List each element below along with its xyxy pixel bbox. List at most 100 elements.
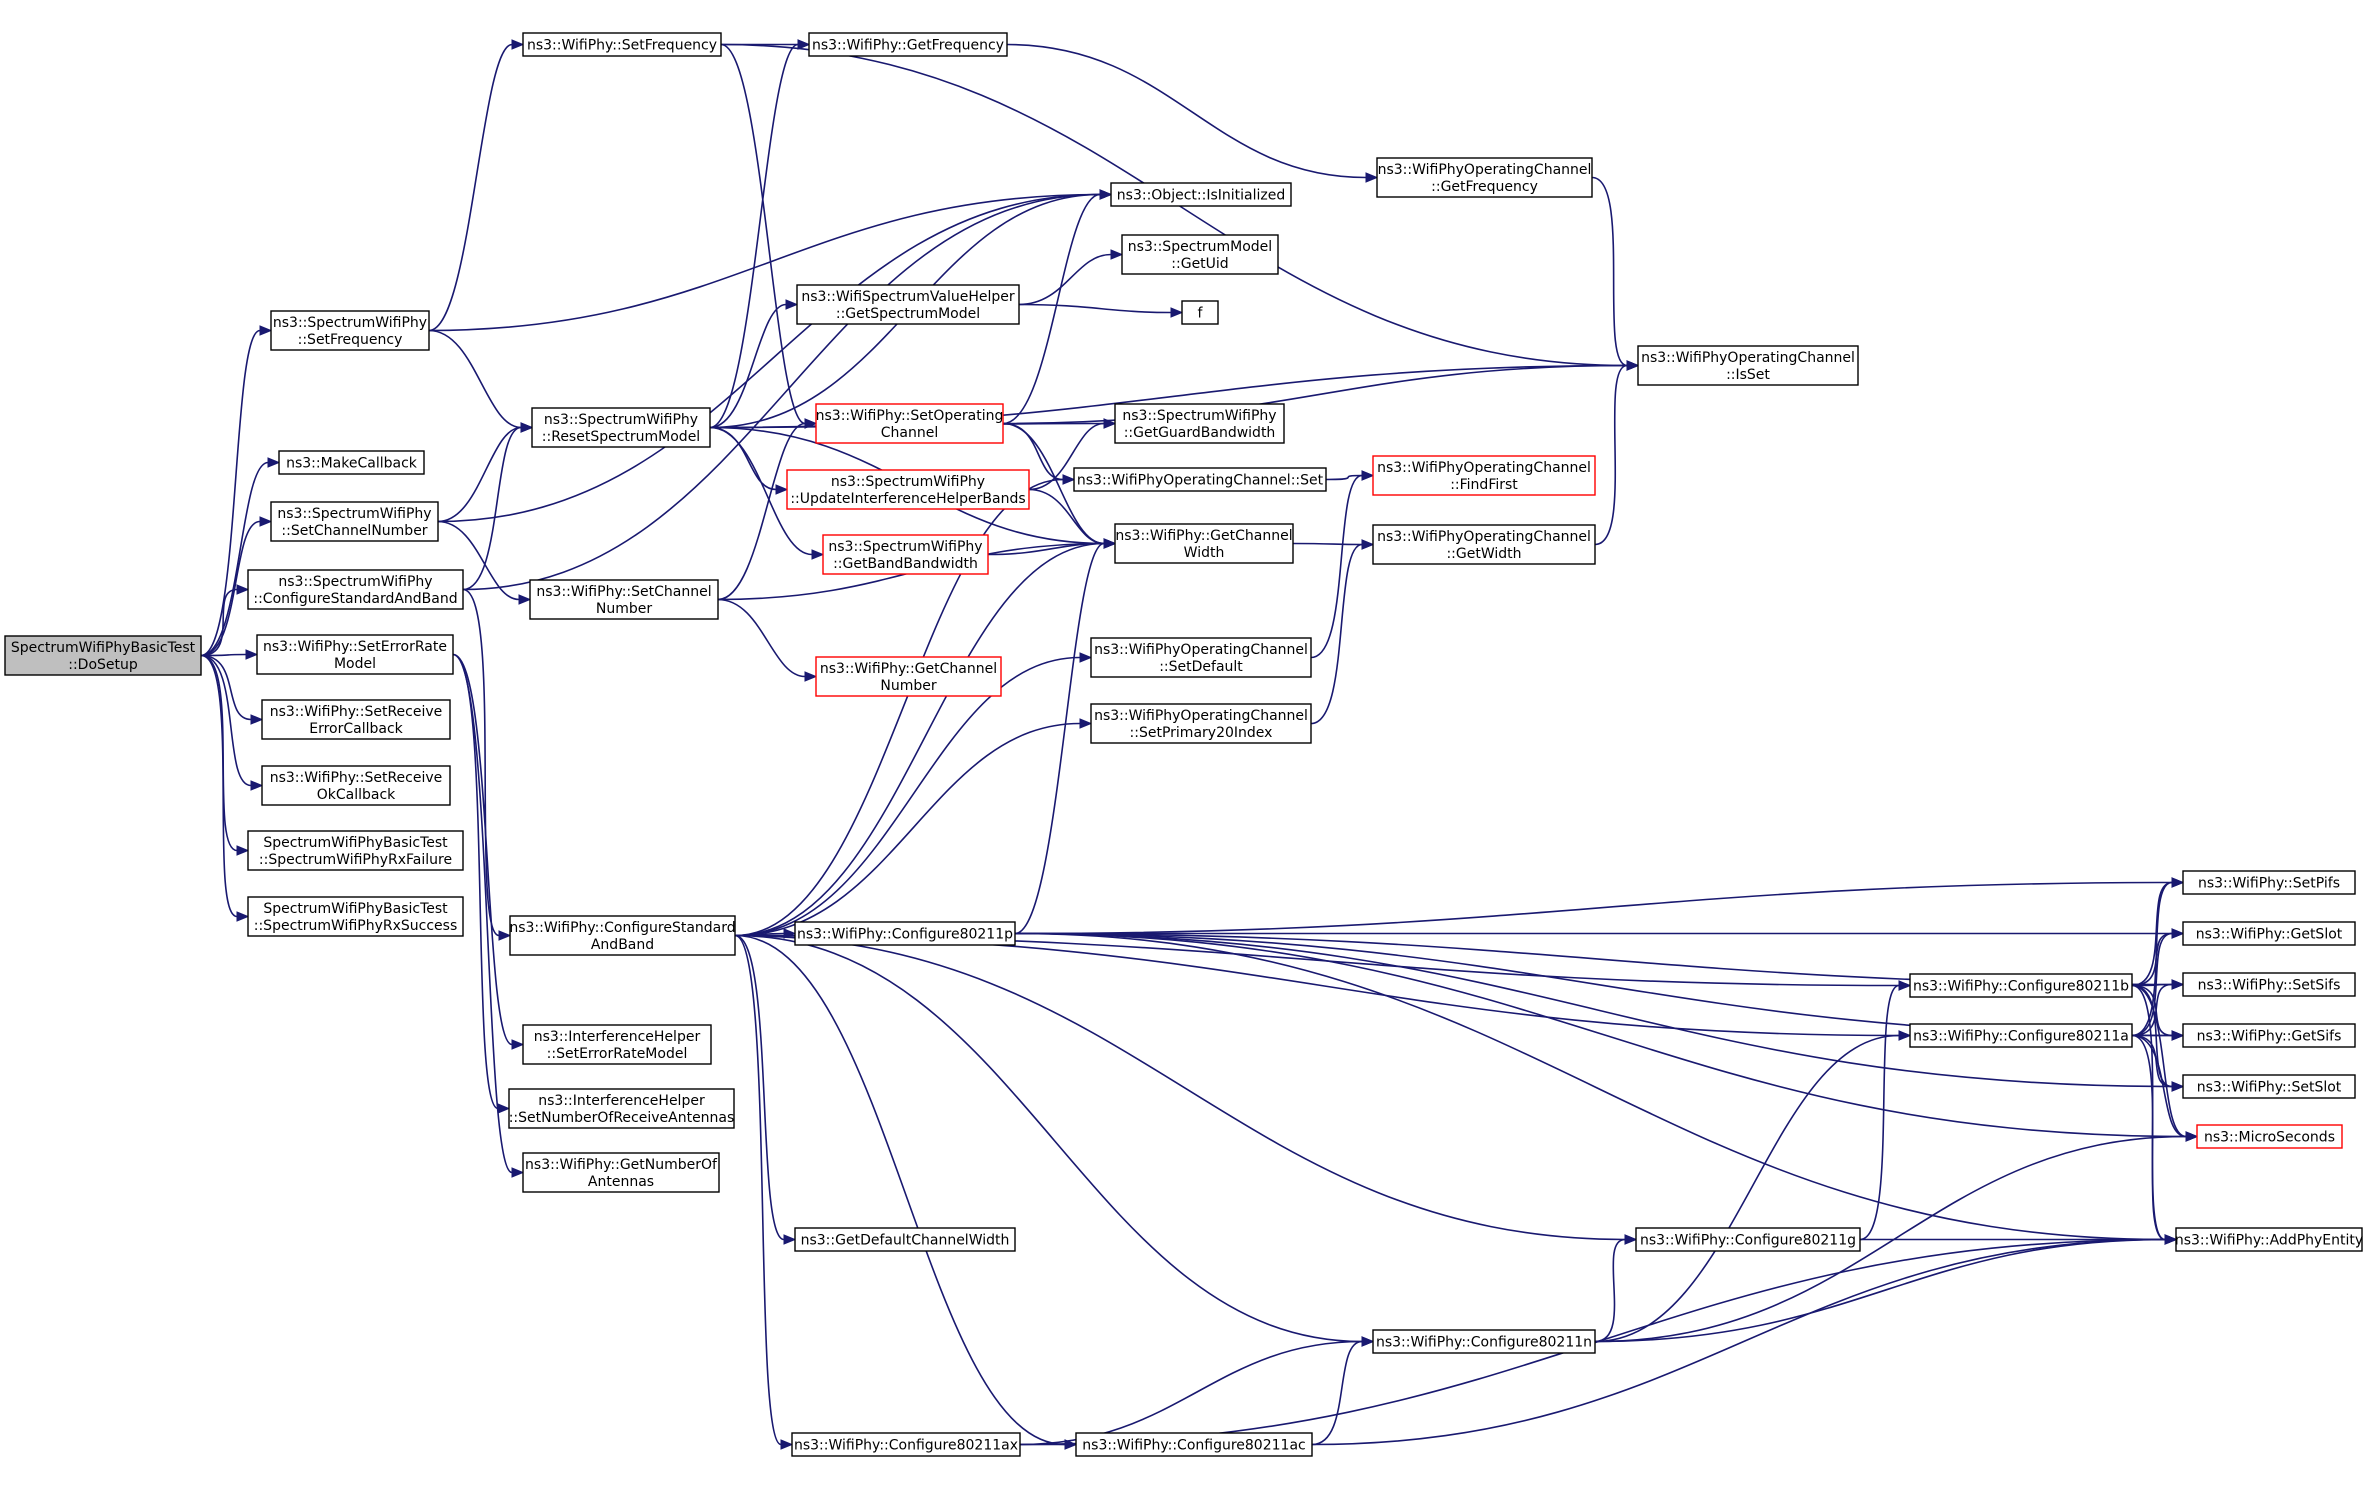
- node-wocgw[interactable]: ns3::WifiPhyOperatingChannel::GetWidth: [1372, 524, 1596, 565]
- edge-line: [1014, 932, 2187, 1138]
- edge-c11n-c11a: [1594, 1030, 1912, 1343]
- node-sf[interactable]: ns3::SpectrumWifiPhy::SetFrequency: [270, 310, 430, 351]
- node-ihsnra[interactable]: ns3::InterferenceHelper::SetNumberOfRece…: [508, 1088, 735, 1129]
- node-box: [1181, 300, 1219, 325]
- node-uihb[interactable]: ns3::SpectrumWifiPhy::UpdateInterference…: [786, 469, 1030, 510]
- node-box: [1114, 523, 1294, 564]
- edge-arrowhead: [2171, 877, 2185, 888]
- node-ape[interactable]: ns3::WifiPhy::AddPhyEntity: [2175, 1227, 2363, 1252]
- node-label: f: [1198, 306, 1204, 322]
- edge-arrowhead: [1361, 539, 1375, 550]
- node-label: ns3::WifiPhy::GetSifs: [2197, 1029, 2342, 1045]
- edge-line: [1018, 253, 1112, 306]
- node-wocsd[interactable]: ns3::WifiPhyOperatingChannel::SetDefault: [1090, 637, 1312, 678]
- edge-line: [734, 934, 1626, 1241]
- node-wocgf[interactable]: ns3::WifiPhyOperatingChannel::GetFrequen…: [1376, 157, 1593, 198]
- node-label: ns3::WifiPhy::SetReceive: [270, 770, 443, 786]
- node-c11ac[interactable]: ns3::WifiPhy::Configure80211ac: [1075, 1432, 1313, 1457]
- edge-wsvh-f: [1018, 303, 1184, 318]
- edge-c11n-c11g: [1594, 1234, 1638, 1343]
- node-gbb[interactable]: ns3::SpectrumWifiPhy::GetBandBandwidth: [822, 534, 989, 575]
- edge-root-serm: [200, 649, 259, 660]
- node-gdcw[interactable]: ns3::GetDefaultChannelWidth: [794, 1227, 1016, 1252]
- node-box: [278, 450, 425, 475]
- edge-gf-wocgf: [1006, 43, 1379, 183]
- node-spifs[interactable]: ns3::WifiPhy::SetPifs: [2182, 870, 2356, 895]
- node-wocsp[interactable]: ns3::WifiPhyOperatingChannel::SetPrimary…: [1090, 703, 1312, 744]
- edge-arrowhead: [2185, 1131, 2199, 1142]
- edge-line: [734, 934, 782, 1446]
- node-wscn[interactable]: ns3::WifiPhy::SetChannelNumber: [529, 579, 719, 620]
- node-smgu[interactable]: ns3::SpectrumModel::GetUid: [1121, 234, 1279, 275]
- node-label: ::GetSpectrumModel: [836, 306, 980, 322]
- edge-arrowhead: [1099, 189, 1113, 200]
- edge-serm-ihsnra: [452, 653, 511, 1114]
- edge-arrowhead: [2171, 928, 2185, 939]
- edge-line: [2131, 1034, 2173, 1088]
- edge-arrowhead: [2171, 1030, 2185, 1041]
- node-csb[interactable]: ns3::WifiPhy::ConfigureStandardAndBand: [509, 915, 736, 956]
- node-label: ::FindFirst: [1450, 477, 1518, 493]
- node-gsifs[interactable]: ns3::WifiPhy::GetSifs: [2182, 1023, 2356, 1048]
- node-label: ns3::WifiPhy::GetNumberOf: [525, 1157, 718, 1173]
- node-wsf[interactable]: ns3::WifiPhy::SetFrequency: [522, 32, 722, 57]
- edge-line: [200, 329, 261, 657]
- edge-serm-gnoa: [452, 653, 525, 1178]
- node-micro[interactable]: ns3::MicroSeconds: [2196, 1124, 2343, 1149]
- node-c11b[interactable]: ns3::WifiPhy::Configure80211b: [1909, 973, 2133, 998]
- node-mc[interactable]: ns3::MakeCallback: [278, 450, 425, 475]
- node-root[interactable]: SpectrumWifiPhyBasicTest::DoSetup: [4, 635, 202, 676]
- node-wsvh[interactable]: ns3::WifiSpectrumValueHelper::GetSpectru…: [796, 284, 1020, 325]
- node-box: [1372, 1329, 1596, 1354]
- node-gf[interactable]: ns3::WifiPhy::GetFrequency: [808, 32, 1008, 57]
- node-box: [1075, 1432, 1313, 1457]
- node-label: ns3::WifiPhy::GetChannel: [1115, 528, 1292, 544]
- node-label: ::ResetSpectrumModel: [542, 429, 700, 445]
- node-rxf[interactable]: SpectrumWifiPhyBasicTest::SpectrumWifiPh…: [247, 830, 464, 871]
- node-serm[interactable]: ns3::WifiPhy::SetErrorRateModel: [256, 634, 454, 675]
- node-label: ns3::WifiPhy::SetOperating: [816, 408, 1004, 424]
- node-box: [2175, 1227, 2363, 1252]
- node-label: ns3::InterferenceHelper: [534, 1029, 701, 1045]
- node-wocset[interactable]: ns3::WifiPhyOperatingChannel::Set: [1073, 467, 1327, 492]
- node-rxs[interactable]: SpectrumWifiPhyBasicTest::SpectrumWifiPh…: [247, 896, 464, 937]
- node-csab[interactable]: ns3::SpectrumWifiPhy::ConfigureStandardA…: [247, 569, 464, 610]
- node-ssifs[interactable]: ns3::WifiPhy::SetSifs: [2182, 972, 2356, 997]
- edge-layer: [200, 39, 2199, 1450]
- node-c11g[interactable]: ns3::WifiPhy::Configure80211g: [1635, 1227, 1861, 1252]
- node-f[interactable]: f: [1181, 300, 1219, 325]
- node-rsm[interactable]: ns3::SpectrumWifiPhy::ResetSpectrumModel: [531, 407, 711, 448]
- node-label: ::DoSetup: [68, 657, 138, 673]
- node-box: [256, 634, 454, 675]
- node-wocff[interactable]: ns3::WifiPhyOperatingChannel::FindFirst: [1372, 455, 1596, 496]
- node-c11ax[interactable]: ns3::WifiPhy::Configure80211ax: [791, 1432, 1021, 1457]
- edge-arrowhead: [1361, 1336, 1375, 1347]
- node-scn[interactable]: ns3::SpectrumWifiPhy::SetChannelNumber: [270, 501, 439, 542]
- edge-line: [734, 542, 1105, 937]
- node-box: [1073, 467, 1327, 492]
- node-c11a[interactable]: ns3::WifiPhy::Configure80211a: [1909, 1023, 2133, 1048]
- node-c11n[interactable]: ns3::WifiPhy::Configure80211n: [1372, 1329, 1596, 1354]
- edge-line: [1311, 1340, 1363, 1446]
- node-wocis[interactable]: ns3::WifiPhyOperatingChannel::IsSet: [1637, 345, 1859, 386]
- node-gslot[interactable]: ns3::WifiPhy::GetSlot: [2182, 921, 2356, 946]
- node-ihserm[interactable]: ns3::InterferenceHelper::SetErrorRateMod…: [522, 1024, 712, 1065]
- edge-line: [709, 426, 813, 556]
- node-sslot[interactable]: ns3::WifiPhy::SetSlot: [2182, 1074, 2356, 1099]
- node-box: [815, 403, 1004, 444]
- node-isinit[interactable]: ns3::Object::IsInitialized: [1110, 182, 1292, 207]
- edge-c11p-sslot: [1014, 932, 2185, 1092]
- node-label: ::SetNumberOfReceiveAntennas: [509, 1110, 735, 1126]
- node-c11p[interactable]: ns3::WifiPhy::Configure80211p: [794, 921, 1016, 946]
- node-ggb[interactable]: ns3::SpectrumWifiPhy::GetGuardBandwidth: [1114, 403, 1285, 444]
- edge-c11a-sslot: [2131, 1034, 2185, 1092]
- node-label: AndBand: [591, 937, 654, 953]
- node-label: ns3::WifiPhy::SetFrequency: [527, 38, 717, 54]
- edge-line: [2131, 932, 2173, 1037]
